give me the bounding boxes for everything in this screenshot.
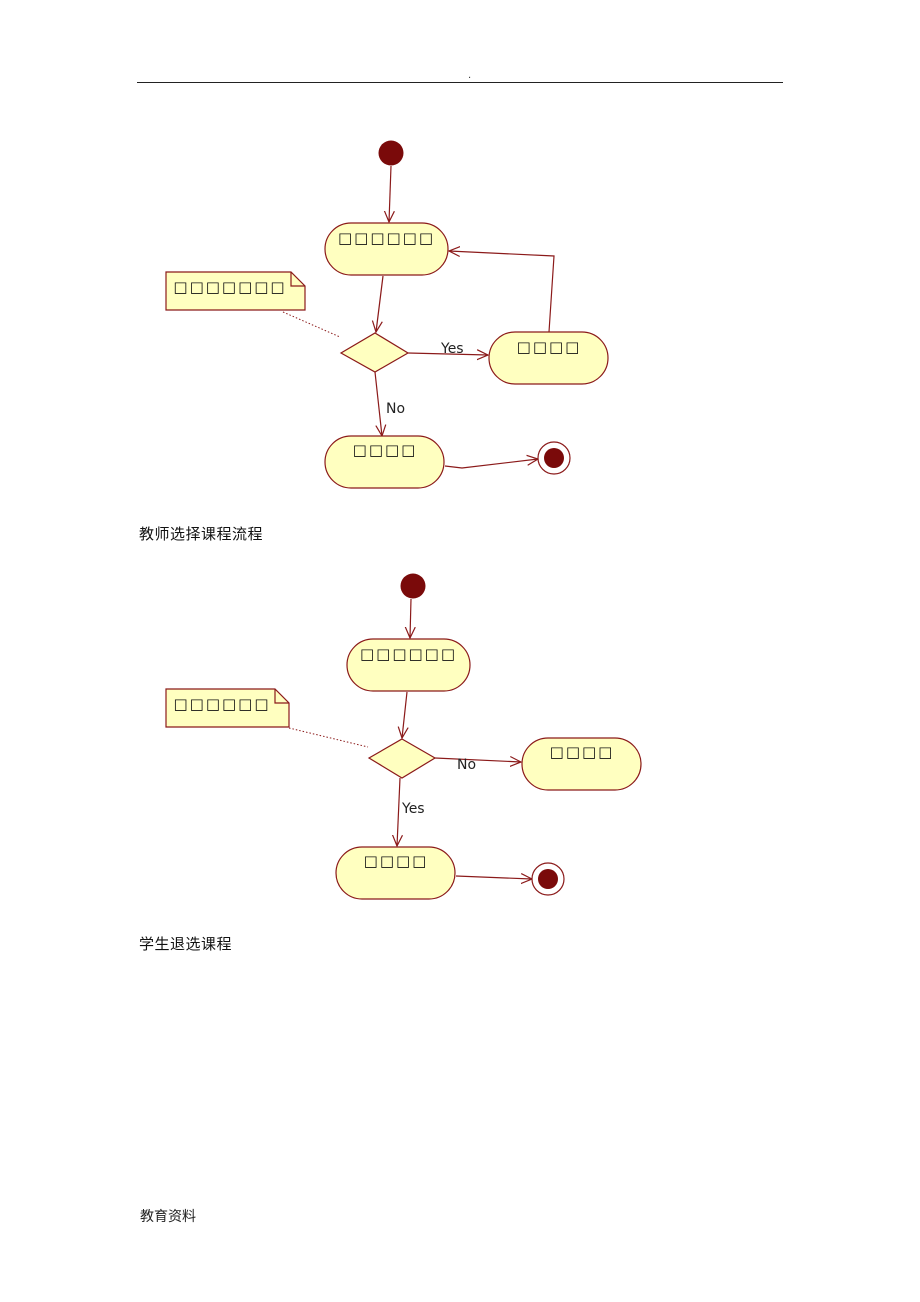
diagram-1: □□□□□□ □□□□□□□ Yes □□□□ No □□□□ <box>165 140 609 489</box>
flow-edge <box>410 598 411 638</box>
final-node <box>538 869 558 889</box>
action-label: □□□□□□ <box>338 229 435 247</box>
note-label: □□□□□□ <box>173 695 270 713</box>
header-rule <box>137 82 783 83</box>
flow-edge <box>402 691 407 738</box>
flow-edge-yes <box>397 777 400 846</box>
action-label: □□□□ <box>517 338 582 356</box>
flow-edge <box>376 275 384 332</box>
action-node-yes <box>335 846 456 900</box>
guard-no: No <box>457 757 476 773</box>
flow-edge <box>389 165 391 222</box>
page-footer: 教育资料 <box>140 1209 196 1225</box>
note-label: □□□□□□□ <box>173 278 286 296</box>
final-node <box>544 448 564 468</box>
action-node-no <box>324 435 445 489</box>
flow-edge-no <box>374 371 382 436</box>
initial-node <box>378 140 404 166</box>
action-label: □□□□□□ <box>360 645 457 663</box>
note-anchor <box>288 727 369 748</box>
flow-edge <box>455 876 532 879</box>
action-node-no <box>521 737 642 791</box>
diagram-2-caption: 学生退选课程 <box>139 935 233 953</box>
diagram-2: □□□□□□ □□□□□□ No □□□□ Yes □□□□ <box>165 573 642 900</box>
note-box <box>165 271 306 311</box>
action-label: □□□□ <box>550 743 615 761</box>
diagram-1-caption: 教师选择课程流程 <box>139 525 264 543</box>
guard-no: No <box>386 401 405 417</box>
note-anchor <box>282 311 341 338</box>
flow-edge-loop <box>449 251 555 333</box>
guard-yes: Yes <box>440 341 464 357</box>
decision-node <box>367 738 437 779</box>
action-label: □□□□ <box>364 852 429 870</box>
action-label: □□□□ <box>353 441 418 459</box>
note-box <box>165 688 290 728</box>
note-fold <box>274 689 289 704</box>
decision-node <box>339 332 410 373</box>
action-node-yes <box>488 331 609 385</box>
flow-edge <box>444 459 538 469</box>
action-node-start <box>346 638 471 692</box>
guard-yes: Yes <box>401 801 425 817</box>
header-mark: . <box>468 70 472 81</box>
note-fold <box>290 272 305 287</box>
initial-node <box>400 573 426 599</box>
flow-edge-yes <box>407 353 488 355</box>
flow-edge-no <box>434 758 521 762</box>
